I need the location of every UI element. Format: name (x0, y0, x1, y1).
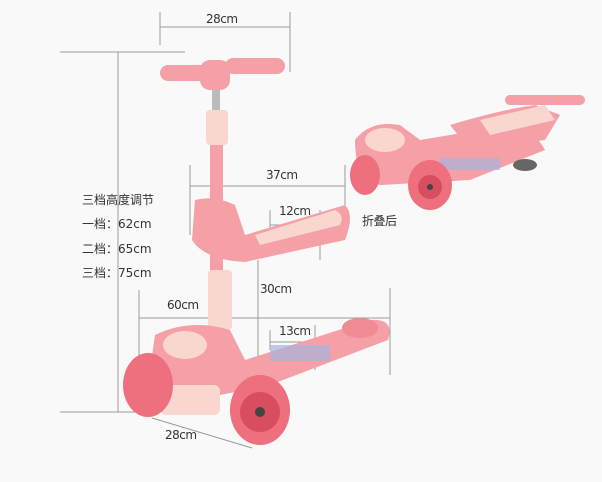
height-level-1: 一档：62cm (82, 217, 152, 231)
seat-length-label: 37cm (266, 168, 298, 182)
height-level-3: 三档：75cm (82, 266, 152, 280)
folded-label: 折叠后 (362, 214, 397, 228)
deck-length-label: 60cm (167, 298, 199, 312)
height-level-2: 二档：65cm (82, 242, 152, 256)
seat-height-label: 30cm (260, 282, 292, 296)
scooter-folded (350, 95, 585, 210)
scooter-main (123, 58, 390, 445)
seat-pad-label: 12cm (279, 204, 311, 218)
wheel-base-width-label: 28cm (165, 428, 197, 442)
handlebar-width-label: 28cm (206, 12, 238, 26)
height-adjust-title: 三档高度调节 (82, 193, 155, 207)
deck-width-label: 13cm (279, 324, 311, 338)
